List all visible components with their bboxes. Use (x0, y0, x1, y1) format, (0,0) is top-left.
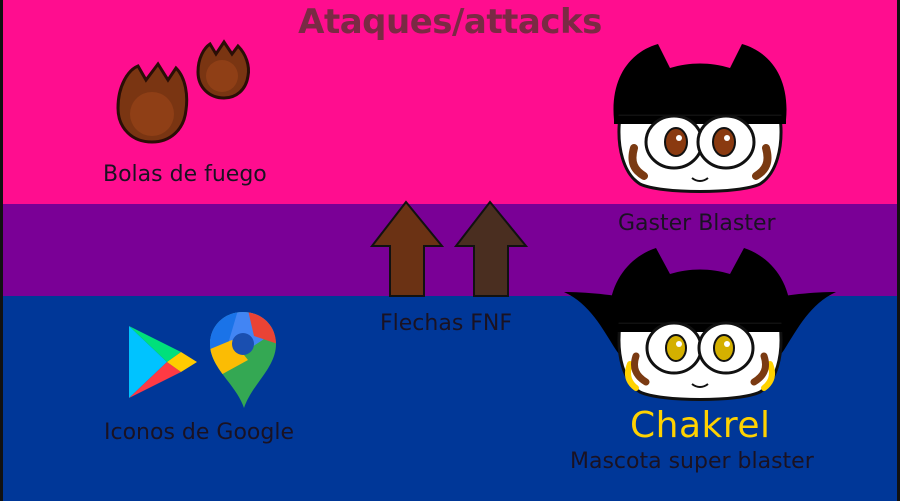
fireballs-label: Bolas de fuego (103, 162, 267, 187)
google-icons-label: Iconos de Google (104, 420, 294, 445)
fireball-icon (116, 39, 250, 144)
mascot-name: Chakrel (630, 405, 771, 446)
page-title: Ataques/attacks (298, 2, 602, 42)
google-play-icon (129, 326, 197, 398)
left-edge (0, 0, 3, 501)
chakrel-face (564, 248, 836, 401)
mascot-label: Mascota super blaster (570, 449, 814, 474)
google-maps-icon (210, 312, 276, 408)
up-arrow-icon (369, 200, 528, 297)
arrows-label: Flechas FNF (380, 311, 513, 336)
gaster-blaster-face (613, 44, 787, 193)
gaster-blaster-label: Gaster Blaster (618, 211, 776, 236)
right-edge (897, 0, 900, 501)
